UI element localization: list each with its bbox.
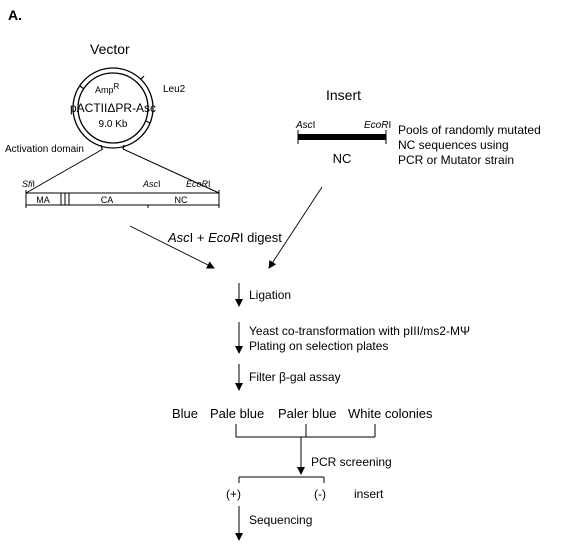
plasmid-map: AmpR pACTIIΔPR-Asc 9.0 Kb	[70, 67, 156, 150]
ligation-step: Ligation	[249, 288, 291, 302]
plasmid-inner-ring	[77, 72, 149, 144]
insert-ecori-label: EcoRI	[364, 120, 391, 131]
insert-label: insert	[354, 487, 384, 501]
vector-title: Vector	[90, 41, 130, 57]
pools-line-2: NC sequences using	[398, 138, 509, 152]
plasmid-size: 9.0 Kb	[99, 119, 128, 130]
ring-tick	[140, 75, 145, 80]
insert-title: Insert	[326, 87, 361, 103]
outcome-bracket	[238, 476, 325, 483]
cotransformation-step: Yeast co-transformation with pIII/ms2-MΨ	[249, 324, 470, 338]
insert-negative: (-)	[314, 487, 326, 501]
sfi-site-label: SfiI	[22, 179, 35, 189]
panel-label: A.	[8, 7, 22, 23]
ring-tick	[100, 144, 103, 150]
construct-box	[25, 192, 220, 206]
insert-to-ligation-arrow	[268, 186, 323, 269]
insert-asc-label: AscI	[295, 120, 315, 131]
ring-tick	[145, 120, 151, 124]
plating-step: Plating on selection plates	[249, 339, 388, 353]
filter-step: Filter β-gal assay	[249, 370, 341, 384]
construct-bar: SfiI AscI EcoRI MA CA NC	[22, 179, 220, 208]
ring-tick	[79, 85, 85, 90]
expansion-line-left	[25, 148, 104, 194]
pools-line-1: Pools of randomly mutated	[398, 123, 541, 137]
colony-bracket	[235, 424, 376, 438]
insert-nc-label: NC	[333, 151, 352, 166]
insert-bar	[298, 134, 386, 140]
colony-pale-blue: Pale blue	[210, 406, 264, 421]
colony-paler-blue: Paler blue	[278, 406, 337, 421]
digest-label: AscI + EcoRI digest	[167, 230, 282, 245]
pools-line-3: PCR or Mutator strain	[398, 153, 514, 167]
ring-tick	[122, 144, 125, 150]
activation-domain-label: Activation domain	[5, 144, 84, 155]
asc-site-label: AscI	[142, 179, 161, 189]
plasmid-outer-ring	[72, 67, 154, 149]
segment-ma: MA	[36, 195, 50, 205]
leu-label: Leu2	[163, 84, 186, 95]
segment-nc: NC	[175, 195, 188, 205]
colony-blue: Blue	[172, 406, 198, 421]
insert-positive: (+)	[226, 487, 241, 501]
ecori-site-label: EcoRI	[186, 179, 211, 189]
sequencing-step: Sequencing	[249, 513, 312, 527]
amp-label: AmpR	[95, 82, 120, 95]
plasmid-name: pACTIIΔPR-Asc	[70, 101, 156, 115]
vector-to-ligation-arrow	[129, 225, 215, 269]
colony-white: White colonies	[348, 406, 433, 421]
segment-ca: CA	[101, 195, 114, 205]
expansion-line-right	[122, 148, 220, 194]
pcr-step: PCR screening	[311, 455, 392, 469]
